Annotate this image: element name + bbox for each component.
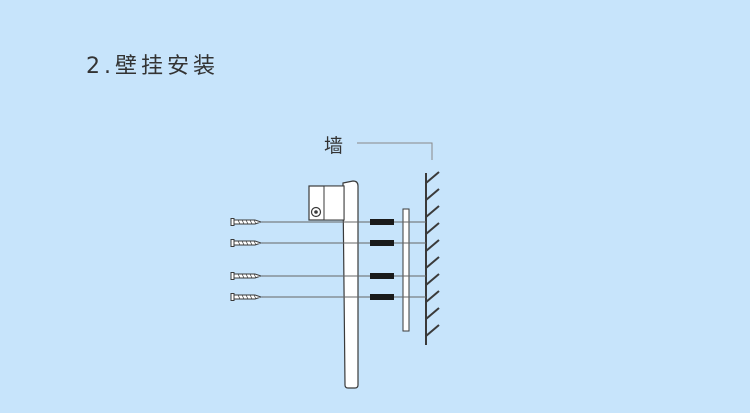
wall-label: 墙: [324, 135, 344, 157]
screw-icon: [230, 218, 263, 301]
device-body: [342, 180, 359, 389]
page-title: 2.壁挂安装: [86, 54, 219, 79]
hinge-bracket: [308, 185, 345, 221]
mounting-plate: [402, 208, 410, 332]
wall-anchor-icon: [370, 219, 394, 300]
screw-guide-lines: [262, 221, 426, 298]
hatched-wall-icon: [425, 171, 440, 345]
wall-leader-line: [357, 142, 433, 160]
